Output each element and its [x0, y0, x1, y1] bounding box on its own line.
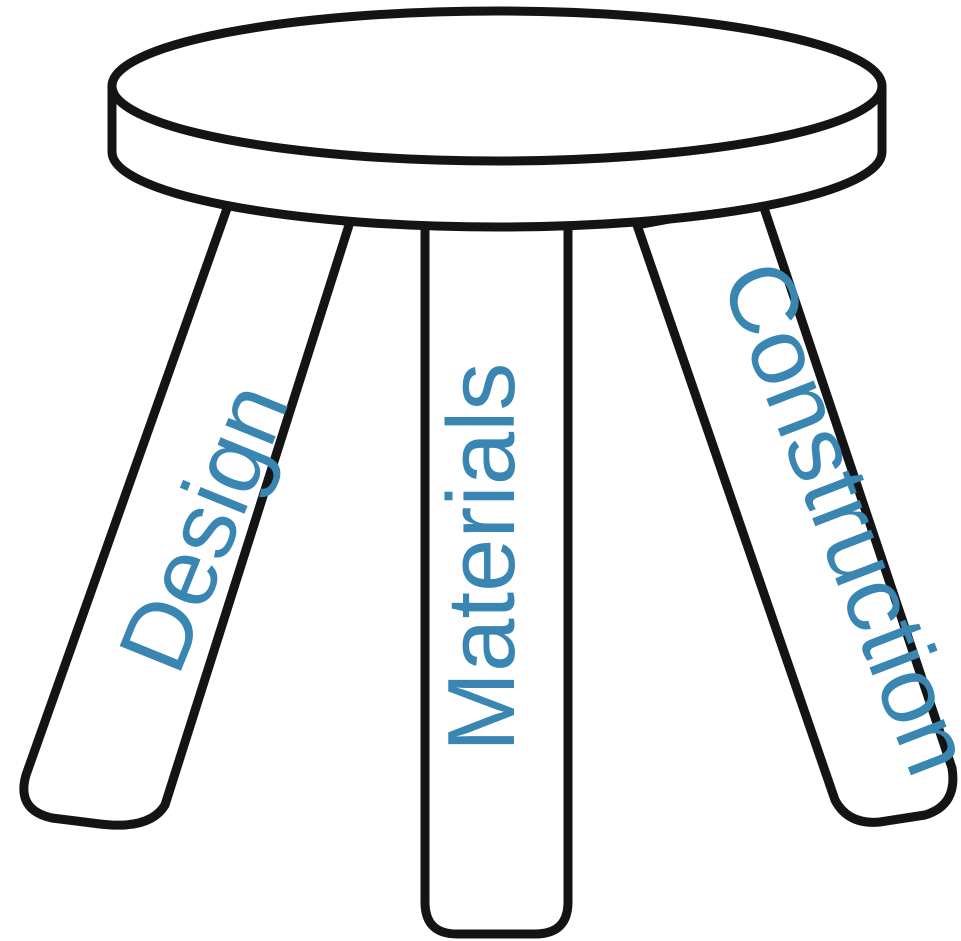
stool-seat-top — [112, 11, 882, 161]
leg-label-materials: Materials — [428, 363, 535, 752]
